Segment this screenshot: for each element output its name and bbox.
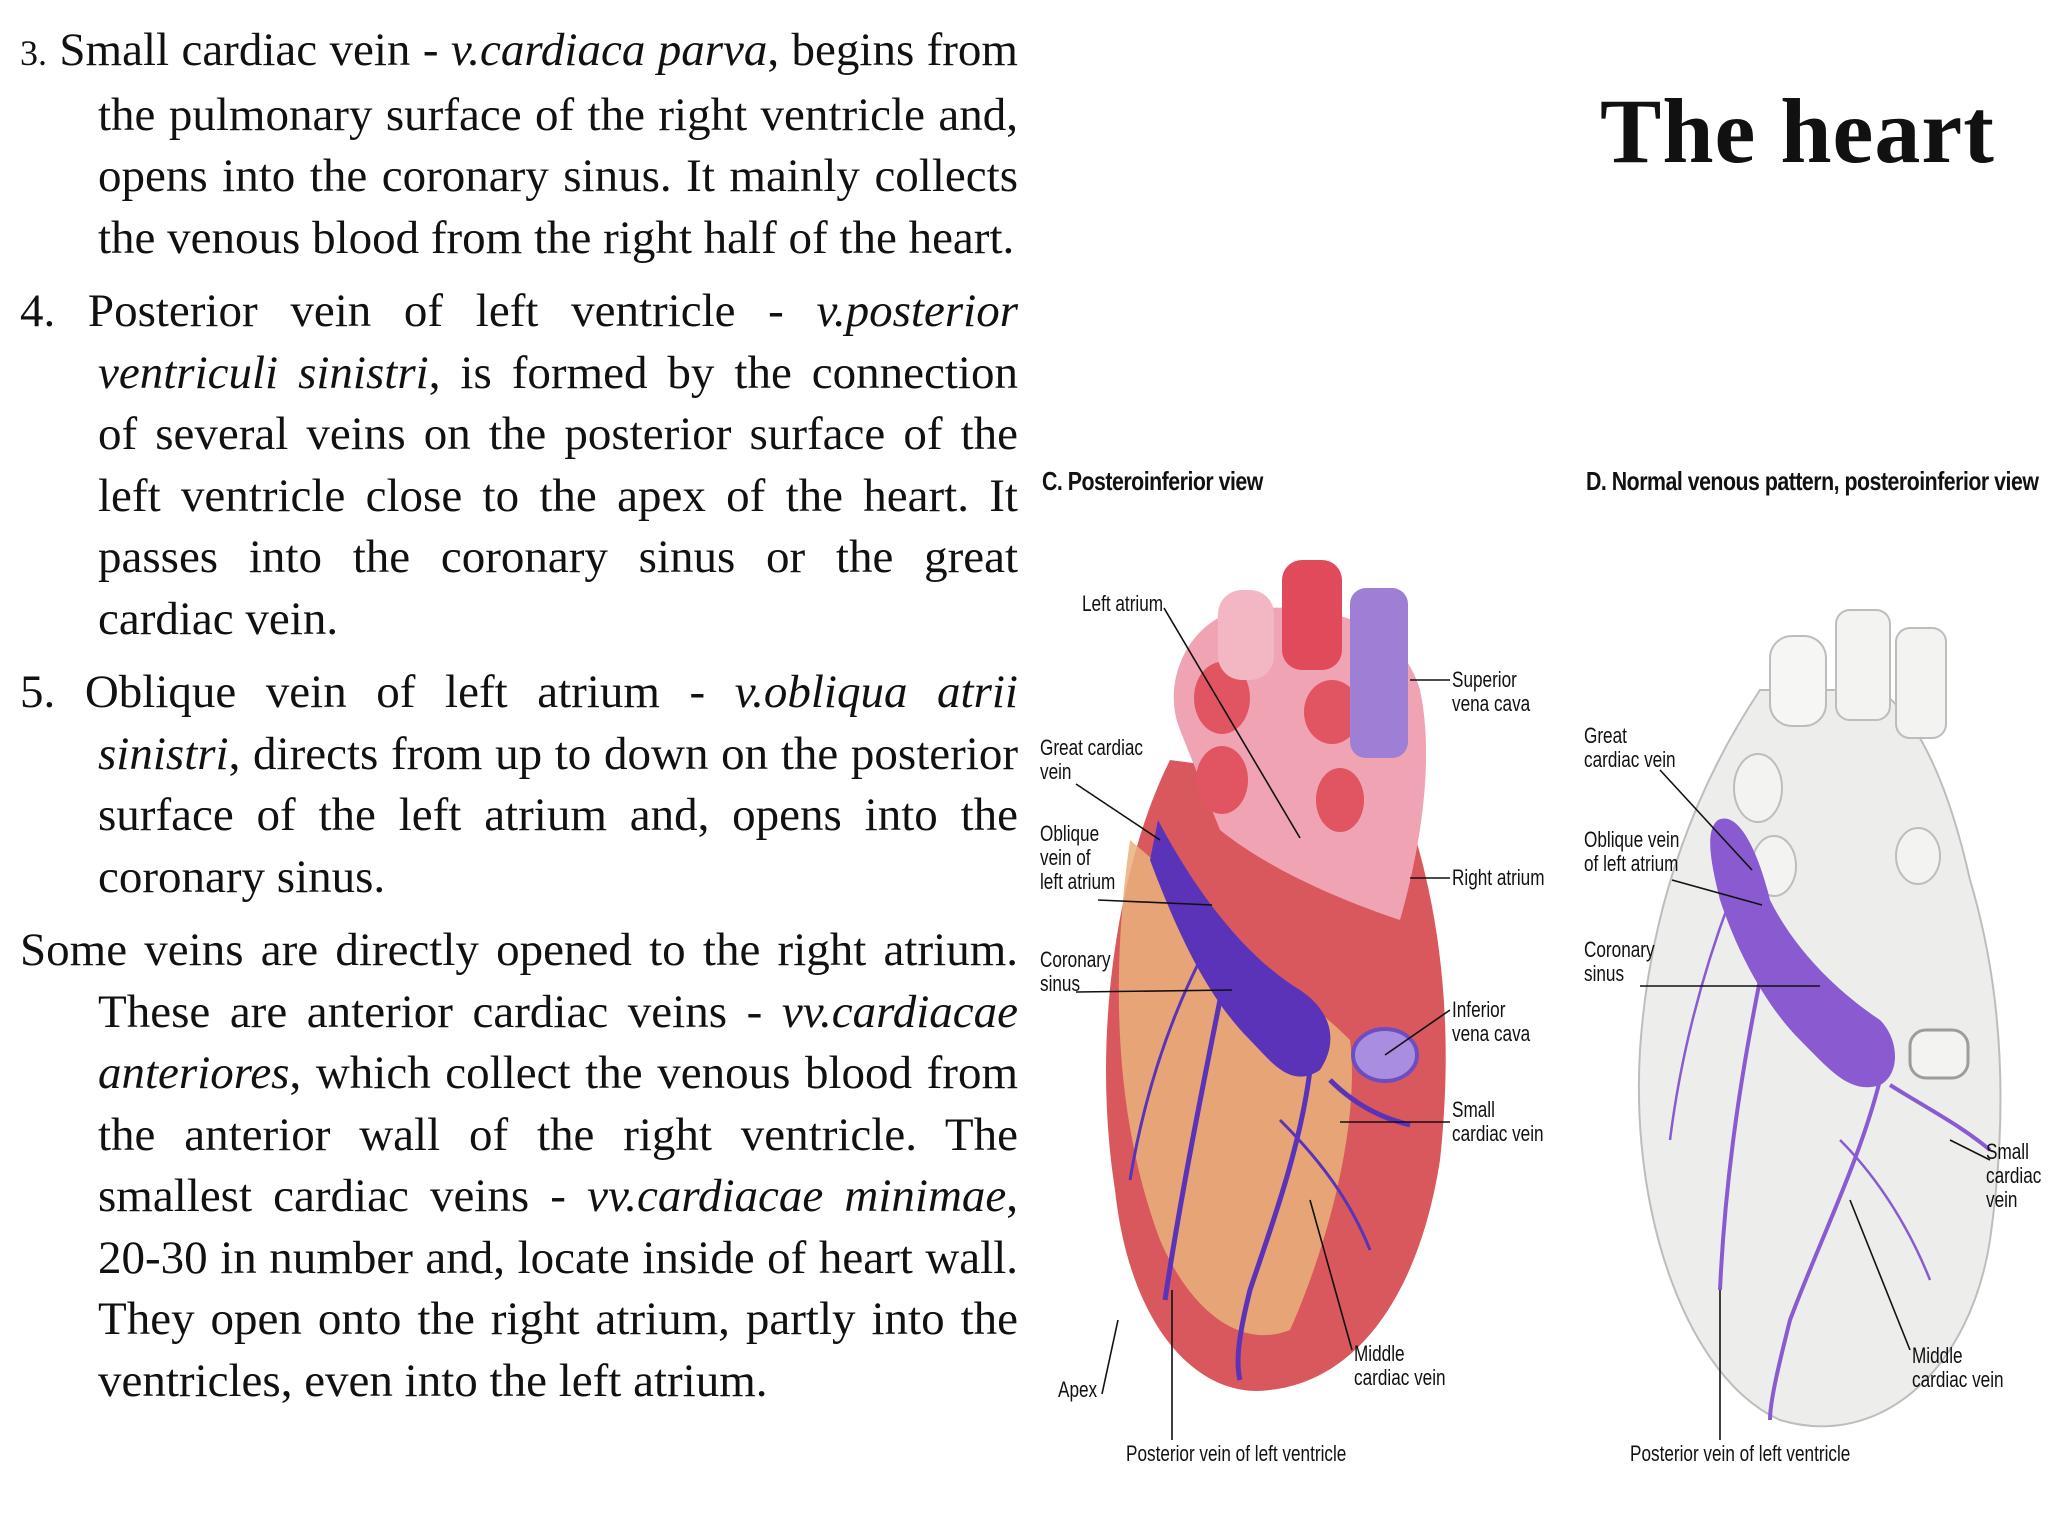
leader-line [1163, 607, 1301, 839]
latin-term: v.cardiaca parva [450, 24, 768, 76]
paragraph-posterior-vein: 4. Posterior vein of left ventricle - v.… [20, 281, 1018, 650]
label-d-small-cardiac-vein: Small cardiac vein [1986, 1139, 2042, 1212]
label-right-atrium: Right atrium [1452, 865, 1545, 890]
leader-line [1097, 899, 1213, 906]
cardiac-veins-d [1668, 899, 1992, 1421]
paragraph-small-cardiac-vein: 3. Small cardiac vein - v.cardiaca parva… [20, 20, 1018, 269]
paragraph-oblique-vein: 5. Oblique vein of left atrium - v.obliq… [20, 662, 1018, 908]
paragraph-text: 5. Oblique vein of left atrium - [20, 666, 735, 718]
pulmonary-trunk-d [1769, 635, 1827, 727]
pulmonary-vein-4 [1316, 768, 1364, 832]
label-middle-cardiac-vein: Middle cardiac vein [1354, 1341, 1446, 1390]
leader-line [1384, 1009, 1451, 1056]
pulmonary-vein-3 [1304, 680, 1360, 744]
pulmonary-vein-d [1733, 753, 1783, 823]
pulmonary-vein-d [1895, 827, 1941, 885]
middle-cardiac-vein-d [1768, 1079, 1882, 1421]
label-left-atrium: Left atrium [1082, 591, 1164, 616]
paragraph-other-veins: Some veins are directly opened to the ri… [20, 920, 1018, 1412]
branch-vein-d [1668, 899, 1732, 1141]
middle-cardiac-vein-c [1235, 1069, 1313, 1381]
aorta [1282, 560, 1342, 670]
label-d-middle-cardiac-vein: Middle cardiac vein [1912, 1343, 2004, 1392]
ivc-d [1908, 1028, 1970, 1080]
pulmonary-vein-2 [1196, 746, 1248, 814]
label-great-cardiac-vein: Great cardiac vein [1040, 735, 1144, 784]
latin-term: v.posterior ventriculi sinistri [98, 285, 1018, 399]
page-title: The heart [1600, 80, 1995, 182]
coronary-sinus-d [1710, 818, 1895, 1088]
label-superior-vena-cava: Superior vena cava [1452, 667, 1531, 716]
coronary-sinus-c [1150, 820, 1331, 1077]
figure-d-title: D. Normal venous pattern, posteroinferio… [1586, 466, 2039, 496]
pulmonary-vein-1 [1194, 662, 1250, 734]
text-column: 3. Small cardiac vein - v.cardiaca parva… [20, 20, 1018, 1424]
posterior-vein-c [1162, 999, 1223, 1301]
leader-line [1075, 783, 1161, 841]
aorta-d [1835, 609, 1891, 721]
paragraph-text: , directs from up to down on the posteri… [98, 727, 1018, 903]
label-d-coronary-sinus: Coronary sinus [1584, 937, 1655, 986]
paragraph-text: , is formed by the connection of several… [98, 346, 1018, 645]
leader-line [1075, 989, 1233, 993]
branch-vein-d [1839, 1139, 1932, 1281]
paragraph-number: 3. [20, 33, 47, 73]
leader-line [1309, 1199, 1353, 1351]
small-cardiac-vein-d [1888, 1083, 1992, 1152]
leader-lines-d [1640, 769, 1991, 1440]
label-inferior-vena-cava: Inferior vena cava [1452, 997, 1531, 1046]
paragraph-text: , 20-30 in number and, locate inside of … [98, 1170, 1018, 1407]
paragraph-text: Small cardiac vein - [47, 24, 451, 76]
leader-line [1949, 1139, 1991, 1161]
paragraph-text: , begins from the pulmonary surface of t… [98, 24, 1018, 264]
svc-d [1895, 627, 1947, 739]
latin-term: vv.cardiacae anteriores [98, 985, 1018, 1100]
paragraph-text: 4. Posterior vein of left ventricle - [20, 285, 817, 337]
leader-line [1101, 1319, 1119, 1395]
branch-vein-c [1278, 1118, 1372, 1251]
label-coronary-sinus: Coronary sinus [1040, 947, 1111, 996]
label-small-cardiac-vein: Small cardiac vein [1452, 1097, 1544, 1146]
latin-term: v.obliqua atrii sinistri [98, 666, 1018, 780]
posterior-vein-d [1718, 979, 1762, 1291]
superior-vena-cava [1350, 588, 1408, 758]
leader-line [1671, 879, 1763, 906]
label-apex: Apex [1058, 1377, 1098, 1402]
small-cardiac-vein-c [1328, 1078, 1411, 1128]
label-d-posterior-vein: Posterior vein of left ventricle [1630, 1441, 1851, 1466]
label-oblique-vein: Oblique vein of left atrium [1040, 821, 1116, 894]
latin-term: vv.cardiacae minimae [587, 1170, 1007, 1222]
leader-line [1849, 1199, 1911, 1351]
pulmonary-trunk [1218, 590, 1274, 680]
paragraph-text: Some veins are directly opened to the ri… [20, 924, 1018, 1038]
label-d-oblique-vein: Oblique vein of left atrium [1584, 827, 1680, 876]
label-posterior-vein: Posterior vein of left ventricle [1126, 1441, 1347, 1466]
figure-c-title: C. Posteroinferior view [1042, 466, 1263, 496]
leader-line [1659, 769, 1753, 871]
paragraph-text: , which collect the venous blood from th… [98, 1047, 1018, 1222]
leader-lines-c [1075, 607, 1451, 1440]
label-d-great-cardiac-vein: Great cardiac vein [1584, 723, 1676, 772]
